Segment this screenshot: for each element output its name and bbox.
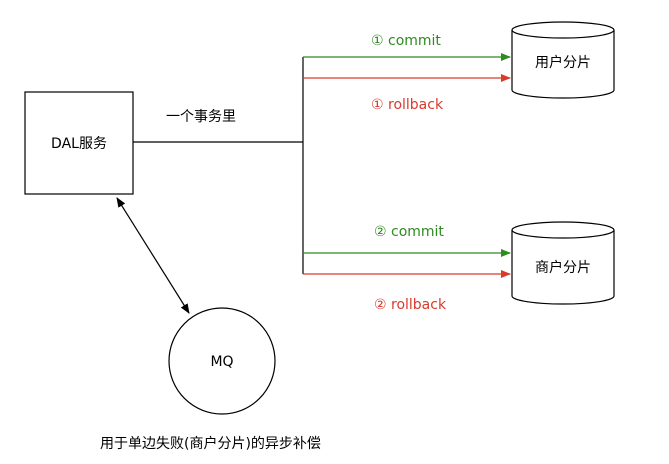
user-commit-label: ① commit xyxy=(371,33,441,49)
user-shard-label: 用户分片 xyxy=(535,54,591,71)
user-shard-database: 用户分片 xyxy=(511,21,615,99)
merchant-rollback-edge: ② rollback xyxy=(303,270,511,313)
dal-mq-edge xyxy=(116,197,190,314)
dal-service-node: DAL服务 xyxy=(24,91,134,195)
merchant-commit-label: ② commit xyxy=(374,224,444,240)
mq-node: MQ xyxy=(168,307,276,415)
merchant-shard-database: 商户分片 xyxy=(511,221,615,305)
merchant-commit-edge: ② commit xyxy=(303,224,511,257)
merchant-shard-label: 商户分片 xyxy=(535,259,591,276)
user-rollback-edge: ① rollback xyxy=(303,74,511,113)
transaction-connector: 一个事务里 xyxy=(133,57,304,274)
transaction-label: 一个事务里 xyxy=(166,109,236,125)
mq-label: MQ xyxy=(210,354,233,370)
user-rollback-label: ① rollback xyxy=(371,97,444,113)
user-commit-edge: ① commit xyxy=(303,33,511,61)
compensation-caption: 用于单边失败(商户分片)的异步补偿 xyxy=(100,435,321,452)
dal-service-label: DAL服务 xyxy=(51,136,107,152)
merchant-rollback-label: ② rollback xyxy=(374,297,447,313)
